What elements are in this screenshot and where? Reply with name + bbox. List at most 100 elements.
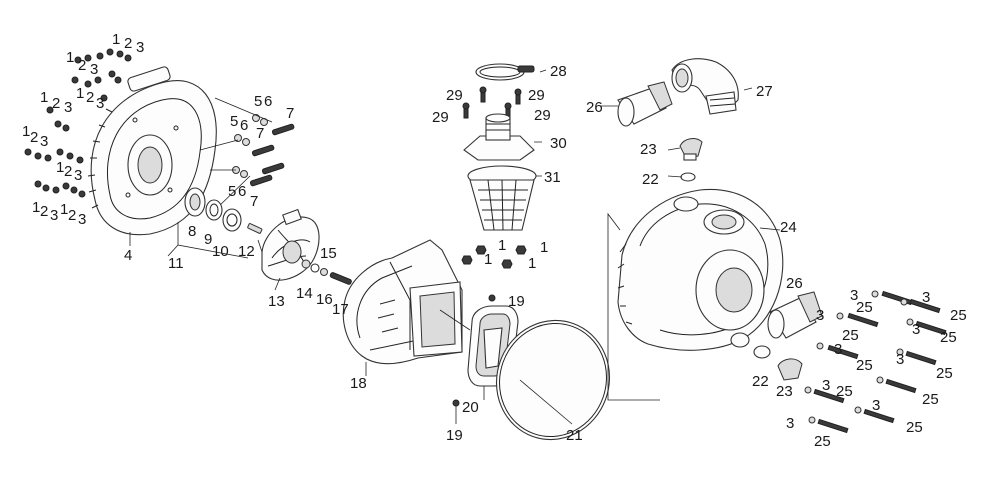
label-23: 23 bbox=[640, 141, 657, 158]
bolt-group-1-2-3-left bbox=[24, 48, 132, 198]
label-3i: 3 bbox=[850, 287, 858, 304]
label-1g: 1 bbox=[32, 199, 40, 216]
label-3p: 3 bbox=[872, 397, 880, 414]
label-2f: 2 bbox=[64, 163, 72, 180]
key-part-12 bbox=[247, 223, 263, 234]
label-1j: 1 bbox=[484, 251, 492, 268]
label-11: 11 bbox=[168, 255, 184, 272]
label-13: 13 bbox=[268, 293, 285, 310]
screw-part-19-top bbox=[488, 294, 496, 302]
label-25j: 25 bbox=[814, 433, 831, 450]
label-28: 28 bbox=[550, 63, 567, 80]
label-26: 26 bbox=[586, 99, 603, 116]
label-1f: 1 bbox=[56, 159, 64, 176]
label-1k: 1 bbox=[540, 239, 548, 256]
label-3k: 3 bbox=[816, 307, 824, 324]
o-ring-part-21 bbox=[495, 319, 611, 441]
label-25: 25 bbox=[856, 299, 873, 316]
screws-part-29 bbox=[462, 86, 522, 119]
volute-part-18 bbox=[342, 239, 463, 365]
label-29d: 29 bbox=[534, 107, 551, 124]
label-3o: 3 bbox=[822, 377, 830, 394]
label-20: 20 bbox=[462, 399, 479, 416]
label-1l: 1 bbox=[528, 255, 536, 272]
label-21: 21 bbox=[566, 427, 583, 444]
label-22b: 22 bbox=[752, 373, 769, 390]
label-22: 22 bbox=[642, 171, 659, 188]
label-25d: 25 bbox=[940, 329, 957, 346]
label-25e: 25 bbox=[856, 357, 873, 374]
label-2b: 2 bbox=[78, 57, 86, 74]
label-31: 31 bbox=[544, 169, 561, 186]
label-25g: 25 bbox=[836, 383, 853, 400]
label-2h: 2 bbox=[68, 207, 76, 224]
screw-part-19-bottom bbox=[452, 399, 460, 407]
label-7: 7 bbox=[286, 105, 294, 122]
strainer-basket-part-31 bbox=[467, 165, 537, 231]
elbow-part-27 bbox=[671, 58, 739, 115]
label-2: 2 bbox=[124, 35, 132, 52]
label-2c: 2 bbox=[86, 89, 94, 106]
bolts-3-25-right bbox=[804, 290, 947, 434]
label-2e: 2 bbox=[30, 129, 38, 146]
plug-part-23-bottom bbox=[777, 358, 803, 381]
label-5c: 5 bbox=[228, 183, 236, 200]
hose-clamp-part-28 bbox=[475, 63, 535, 81]
label-1e: 1 bbox=[22, 123, 30, 140]
label-27: 27 bbox=[756, 83, 773, 100]
washer-part-22-bottom bbox=[753, 345, 771, 359]
label-14: 14 bbox=[296, 285, 313, 302]
label-8: 8 bbox=[188, 223, 196, 240]
label-12: 12 bbox=[238, 243, 255, 260]
label-3q: 3 bbox=[786, 415, 794, 432]
label-6: 6 bbox=[264, 93, 272, 110]
label-7c: 7 bbox=[250, 193, 258, 210]
label-10: 10 bbox=[212, 243, 229, 260]
label-29b: 29 bbox=[528, 87, 545, 104]
pump-housing-part-24 bbox=[617, 188, 784, 351]
label-16: 16 bbox=[316, 291, 333, 308]
label-6b: 6 bbox=[240, 117, 248, 134]
label-18: 18 bbox=[350, 375, 367, 392]
label-7b: 7 bbox=[256, 125, 264, 142]
label-25c: 25 bbox=[842, 327, 859, 344]
seal-rings-8-9-10 bbox=[167, 187, 249, 259]
label-3b: 3 bbox=[90, 61, 98, 78]
label-25i: 25 bbox=[906, 419, 923, 436]
rear-cover-part-4 bbox=[87, 66, 217, 236]
label-24: 24 bbox=[780, 219, 797, 236]
label-9: 9 bbox=[204, 231, 212, 248]
label-1i: 1 bbox=[498, 237, 506, 254]
label-3j: 3 bbox=[922, 289, 930, 306]
label-23b: 23 bbox=[776, 383, 793, 400]
label-17: 17 bbox=[332, 301, 349, 318]
label-2g: 2 bbox=[40, 203, 48, 220]
plug-part-23-top bbox=[679, 138, 703, 161]
label-25b: 25 bbox=[950, 307, 967, 324]
label-3f: 3 bbox=[74, 167, 82, 184]
label-1b: 1 bbox=[66, 49, 74, 66]
label-1c: 1 bbox=[76, 85, 84, 102]
label-1: 1 bbox=[112, 31, 120, 48]
fitting-part-26-right bbox=[767, 291, 823, 339]
label-1d: 1 bbox=[40, 89, 48, 106]
label-3d: 3 bbox=[64, 99, 72, 116]
label-5b: 5 bbox=[230, 113, 238, 130]
label-3h: 3 bbox=[78, 211, 86, 228]
label-19b: 19 bbox=[446, 427, 463, 444]
label-4: 4 bbox=[124, 247, 132, 264]
label-3c: 3 bbox=[96, 95, 104, 112]
strainer-cap-part-30 bbox=[463, 113, 535, 161]
nuts-part-1-center bbox=[461, 245, 527, 269]
label-5: 5 bbox=[254, 93, 262, 110]
impeller-hardware-14-17 bbox=[301, 259, 352, 285]
fitting-part-26-top bbox=[617, 81, 673, 127]
washer-part-22-top bbox=[680, 172, 696, 182]
label-29c: 29 bbox=[432, 109, 449, 126]
label-2d: 2 bbox=[52, 95, 60, 112]
label-3l: 3 bbox=[912, 321, 920, 338]
label-29: 29 bbox=[446, 87, 463, 104]
label-3e: 3 bbox=[40, 133, 48, 150]
